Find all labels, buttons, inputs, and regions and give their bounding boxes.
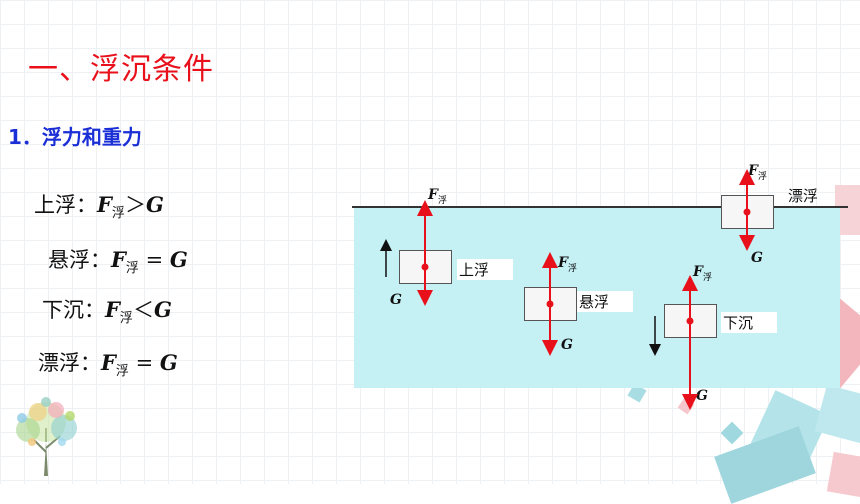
tree-logo-icon xyxy=(16,397,77,476)
buoyancy-label-suspend: F浮 xyxy=(558,255,577,274)
force-arrows xyxy=(380,169,755,410)
condition-float: 漂浮：F浮 = G xyxy=(38,350,178,380)
force-pair-rise xyxy=(417,200,433,306)
condition-rise: 上浮：F浮＞G xyxy=(34,192,164,222)
object-label-sink: 下沉 xyxy=(721,312,777,333)
gravity-label-sink: G xyxy=(696,388,708,404)
force-pair-float xyxy=(739,169,755,251)
gravity-label-suspend: G xyxy=(561,337,573,353)
gravity-label-rise: G xyxy=(390,292,402,308)
force-pair-sink xyxy=(682,275,698,410)
object-label-float: 漂浮 xyxy=(788,187,819,205)
force-pair-suspend xyxy=(542,252,558,356)
gravity-label-float: G xyxy=(751,250,763,266)
condition-suspend: 悬浮：F浮 = G xyxy=(48,247,188,277)
object-label-suspend: 悬浮 xyxy=(577,291,633,312)
slide-subtitle: 1．浮力和重力 xyxy=(8,125,142,149)
object-label-rise: 上浮 xyxy=(457,259,513,280)
buoyancy-label-sink: F浮 xyxy=(693,264,712,283)
slide-title: 一、浮沉条件 xyxy=(28,52,214,87)
condition-sink: 下沉：F浮＜G xyxy=(42,297,172,327)
buoyancy-label-rise: F浮 xyxy=(428,187,447,206)
water-surface-line xyxy=(352,206,848,208)
